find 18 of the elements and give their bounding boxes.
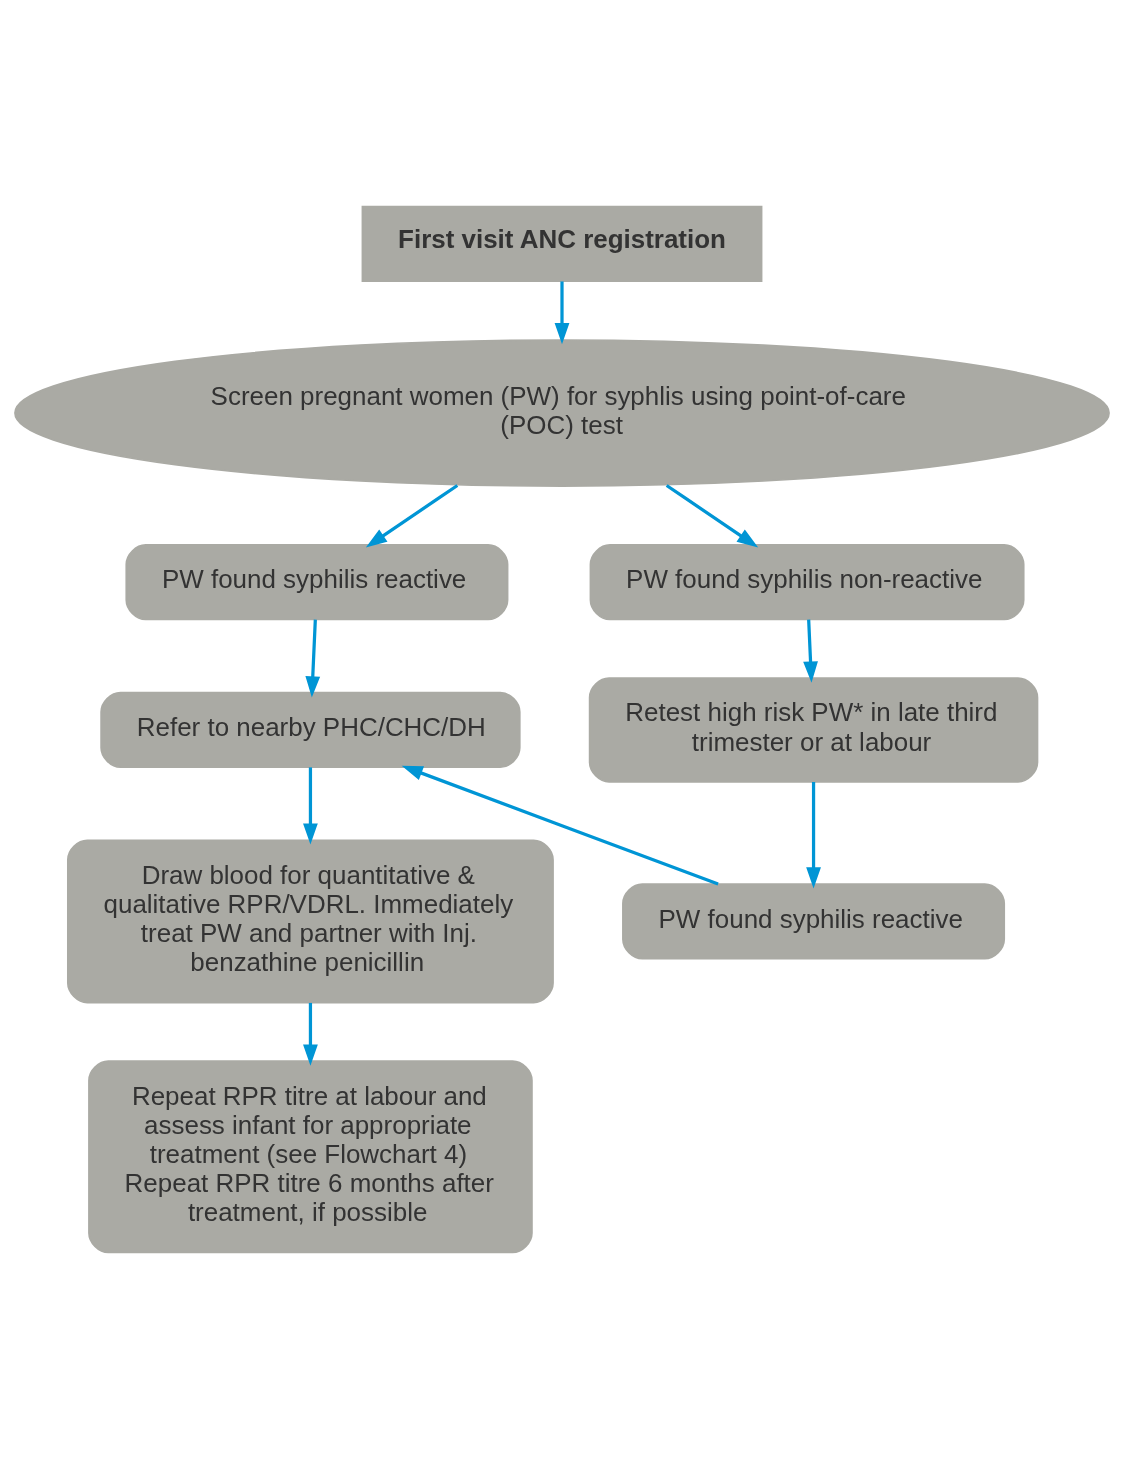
node-box: PW found syphilis non-reactive bbox=[589, 544, 1025, 621]
node-box: PW found syphilis reactive bbox=[125, 544, 509, 621]
arrow bbox=[806, 782, 821, 889]
node-box: First visit ANC registration bbox=[361, 205, 763, 282]
arrow bbox=[303, 767, 318, 845]
arrow bbox=[401, 765, 719, 886]
arrow bbox=[303, 1002, 318, 1066]
node-box: Repeat RPR titre at labour and assess infant for appropriate treatment (see Flowchart 4) Repeat RPR titre 6 months after treatment, if possible bbox=[88, 1060, 533, 1254]
node-ellipse: Screen pregnant women (PW) for syphlis using point-of-care (POC) test bbox=[14, 339, 1110, 487]
node-box: Retest high risk PW* in late third trimester or at labour bbox=[588, 677, 1039, 783]
node-box: Draw blood for quantitative & qualitative RPR/VDRL. Immediately treat PW and partner with Inj. benzathine penicillin bbox=[67, 839, 554, 1004]
arrow bbox=[305, 619, 321, 698]
arrow bbox=[365, 484, 459, 548]
node-box: Refer to nearby PHC/CHC/DH bbox=[100, 691, 521, 769]
node-box: PW found syphilis reactive bbox=[622, 883, 1006, 960]
arrow bbox=[554, 281, 570, 345]
arrow bbox=[665, 484, 759, 548]
arrow bbox=[803, 619, 818, 683]
